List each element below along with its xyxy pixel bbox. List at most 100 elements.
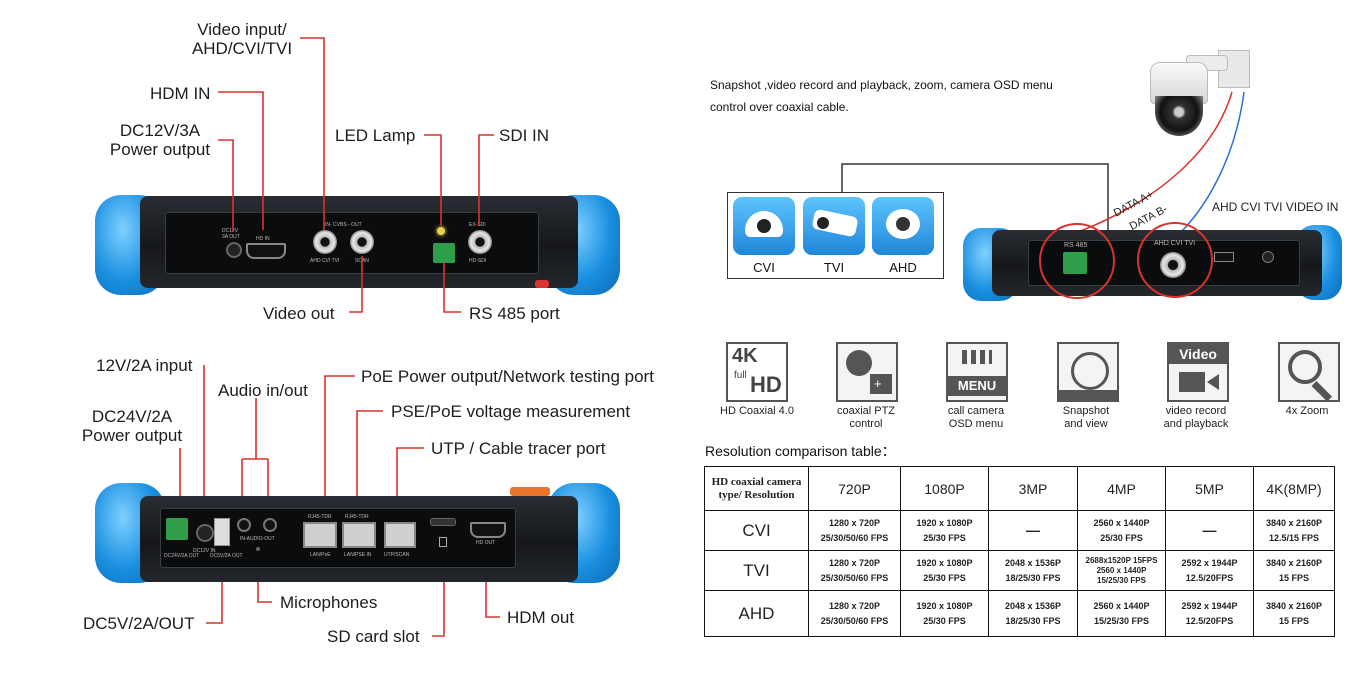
row-label: TVI bbox=[704, 550, 809, 591]
table-row: CVI 1280 x 720P 25/30/50/60 FPS 1920 x 1… bbox=[704, 510, 1335, 551]
table-cell: 3840 x 2160P 12.5/15 FPS bbox=[1253, 510, 1335, 551]
small-rs485-label: RS 485 bbox=[1064, 242, 1088, 249]
rs485-terminal bbox=[433, 243, 455, 263]
cam-caption-tvi: TVI bbox=[823, 260, 845, 275]
silk-dc12v: DC12V 3A OUT bbox=[222, 228, 240, 240]
table-row: AHD 1280 x 720P 25/30/50/60 FPS 1920 x 1… bbox=[704, 590, 1335, 637]
feature-label-snapshot: Snapshot and view bbox=[1062, 405, 1110, 430]
cvi-camera-icon bbox=[733, 197, 795, 255]
silk-lanpoe: LAN/PoE bbox=[310, 552, 331, 558]
feature-label-ptz: coaxial PTZ control bbox=[836, 405, 896, 430]
small-bnc-port bbox=[1160, 252, 1186, 278]
silk-dc5v: DC5V/2A OUT bbox=[210, 553, 243, 559]
cam-caption-cvi: CVI bbox=[753, 260, 775, 275]
table-cell: 3840 x 2160P 15 FPS bbox=[1253, 590, 1335, 637]
snapshot-text: Snapshot ,video record and playback, zoo… bbox=[710, 78, 1053, 114]
bnc-in-port bbox=[313, 230, 337, 254]
callout-pse: PSE/PoE voltage measurement bbox=[391, 402, 631, 421]
table-header: 720P bbox=[808, 466, 901, 511]
hdmi-in-port bbox=[246, 243, 286, 259]
table-cell: 1280 x 720P 25/30/50/60 FPS bbox=[808, 510, 901, 551]
silk-ahd: AHD CVI TVI bbox=[310, 258, 340, 264]
icon-full-text: full bbox=[734, 370, 747, 381]
sdi-bnc-port bbox=[468, 230, 492, 254]
silk-cvbs: IN- CVBS - OUT bbox=[325, 222, 362, 228]
table-header: 4MP bbox=[1077, 466, 1166, 511]
feature-label-menu: call camera OSD menu bbox=[947, 405, 1005, 430]
callout-rs485: RS 485 port bbox=[469, 304, 560, 323]
rj45-poe-port bbox=[303, 522, 337, 548]
small-hdmi-port bbox=[1214, 252, 1234, 262]
table-cell: 1920 x 1080P 25/30 FPS bbox=[900, 590, 989, 637]
callout-hdm-out: HDM out bbox=[507, 608, 575, 627]
icon-hd-text: HD bbox=[750, 372, 782, 397]
sd-card-icon bbox=[439, 537, 447, 547]
row-label: AHD bbox=[704, 590, 809, 637]
small-ahd-label: AHD CVI TVI bbox=[1154, 240, 1196, 247]
rj45-pse-port bbox=[342, 522, 376, 548]
small-dc-jack bbox=[1262, 251, 1274, 263]
bottom-orange-buttons bbox=[510, 487, 550, 496]
tvi-camera-icon bbox=[803, 197, 865, 255]
resolution-table: HD coaxial camera type/ Resolution 720P … bbox=[704, 466, 1335, 637]
sd-card-slot bbox=[430, 518, 456, 526]
silk-audio: IN-AUDIO-OUT bbox=[240, 536, 275, 542]
audio-out-jack bbox=[263, 518, 277, 532]
callout-video-input: Video input/ AHD/CVI/TVI bbox=[191, 20, 293, 58]
callout-dc24v: DC24V/2A Power output bbox=[81, 407, 183, 445]
audio-in-jack bbox=[237, 518, 251, 532]
cam-caption-ahd: AHD bbox=[889, 260, 917, 275]
snapshot-icon bbox=[1057, 342, 1119, 402]
table-cell: 2048 x 1536P 18/25/30 FPS bbox=[988, 550, 1078, 591]
dc12v-in-jack bbox=[196, 524, 214, 542]
video-in-label: AHD CVI TVI VIDEO IN bbox=[1212, 200, 1339, 214]
led-lamp bbox=[437, 227, 445, 235]
table-row: TVI 1280 x 720P 25/30/50/60 FPS 1920 x 1… bbox=[704, 550, 1335, 591]
feature-label-zoom: 4x Zoom bbox=[1285, 405, 1329, 417]
table-cell: 2592 x 1944P 12.5/20FPS bbox=[1165, 550, 1254, 591]
feature-label-video: video record and playback bbox=[1163, 405, 1229, 430]
silk-rj2: RJ45-TDR bbox=[345, 514, 369, 520]
icon-video-text: Video bbox=[1169, 344, 1227, 364]
table-cell: 2048 x 1536P 18/25/30 FPS bbox=[988, 590, 1078, 637]
callout-sd-card: SD card slot bbox=[327, 627, 420, 646]
table-cell: 1920 x 1080P 25/30 FPS bbox=[900, 550, 989, 591]
zoom-icon bbox=[1278, 342, 1340, 402]
silk-utpscan: UTP/SCAN bbox=[384, 552, 410, 558]
callout-dc12v: DC12V/3A Power output bbox=[109, 121, 211, 159]
table-header: 5MP bbox=[1165, 466, 1254, 511]
usb-port bbox=[214, 518, 230, 546]
icon-4k-text: 4K bbox=[732, 345, 758, 367]
callout-poe-output: PoE Power output/Network testing port bbox=[361, 367, 654, 386]
table-cell: 2560 x 1440P 25/30 FPS bbox=[1077, 510, 1166, 551]
table-cell: — bbox=[988, 510, 1078, 551]
4k-full-hd-icon: 4K full HD bbox=[726, 342, 788, 402]
silk-lanpse: LAN/PSE IN bbox=[344, 552, 372, 558]
row-label: CVI bbox=[704, 510, 809, 551]
rs485-highlight bbox=[1039, 223, 1115, 299]
silk-hd-sdi: HD-SDI bbox=[469, 258, 487, 264]
resolution-table-title: Resolution comparison table： bbox=[705, 443, 896, 459]
silk-dc24: DC24V/2A OUT bbox=[164, 553, 200, 559]
callout-video-out: Video out bbox=[263, 304, 335, 323]
table-cell: — bbox=[1165, 510, 1254, 551]
silk-ex-sdi: EX-SDI bbox=[469, 222, 486, 228]
callout-dc5v: DC5V/2A/OUT bbox=[83, 614, 195, 633]
table-cell: 1920 x 1080P 25/30 FPS bbox=[900, 510, 989, 551]
callout-sdi-in: SDI IN bbox=[499, 126, 550, 145]
table-cell: 1280 x 720P 25/30/50/60 FPS bbox=[808, 550, 901, 591]
table-cell: 1280 x 720P 25/30/50/60 FPS bbox=[808, 590, 901, 637]
ptz-control-icon: + bbox=[836, 342, 898, 402]
table-header: 1080P bbox=[900, 466, 989, 511]
callout-led-lamp: LED Lamp bbox=[335, 126, 416, 145]
table-header: 3MP bbox=[988, 466, 1078, 511]
utp-port bbox=[384, 522, 416, 548]
silk-hdout: HD OUT bbox=[476, 540, 496, 546]
camera-dome bbox=[1155, 96, 1203, 136]
silk-hd-in: HD IN bbox=[256, 236, 270, 242]
table-header: 4K(8MP) bbox=[1253, 466, 1335, 511]
menu-icon: MENU bbox=[946, 342, 1008, 402]
callout-audio: Audio in/out bbox=[218, 381, 308, 400]
ahd-camera-icon bbox=[872, 197, 934, 255]
table-cell: 2688x1520P 15FPS 2560 x 1440P 15/25/30 F… bbox=[1077, 550, 1166, 591]
